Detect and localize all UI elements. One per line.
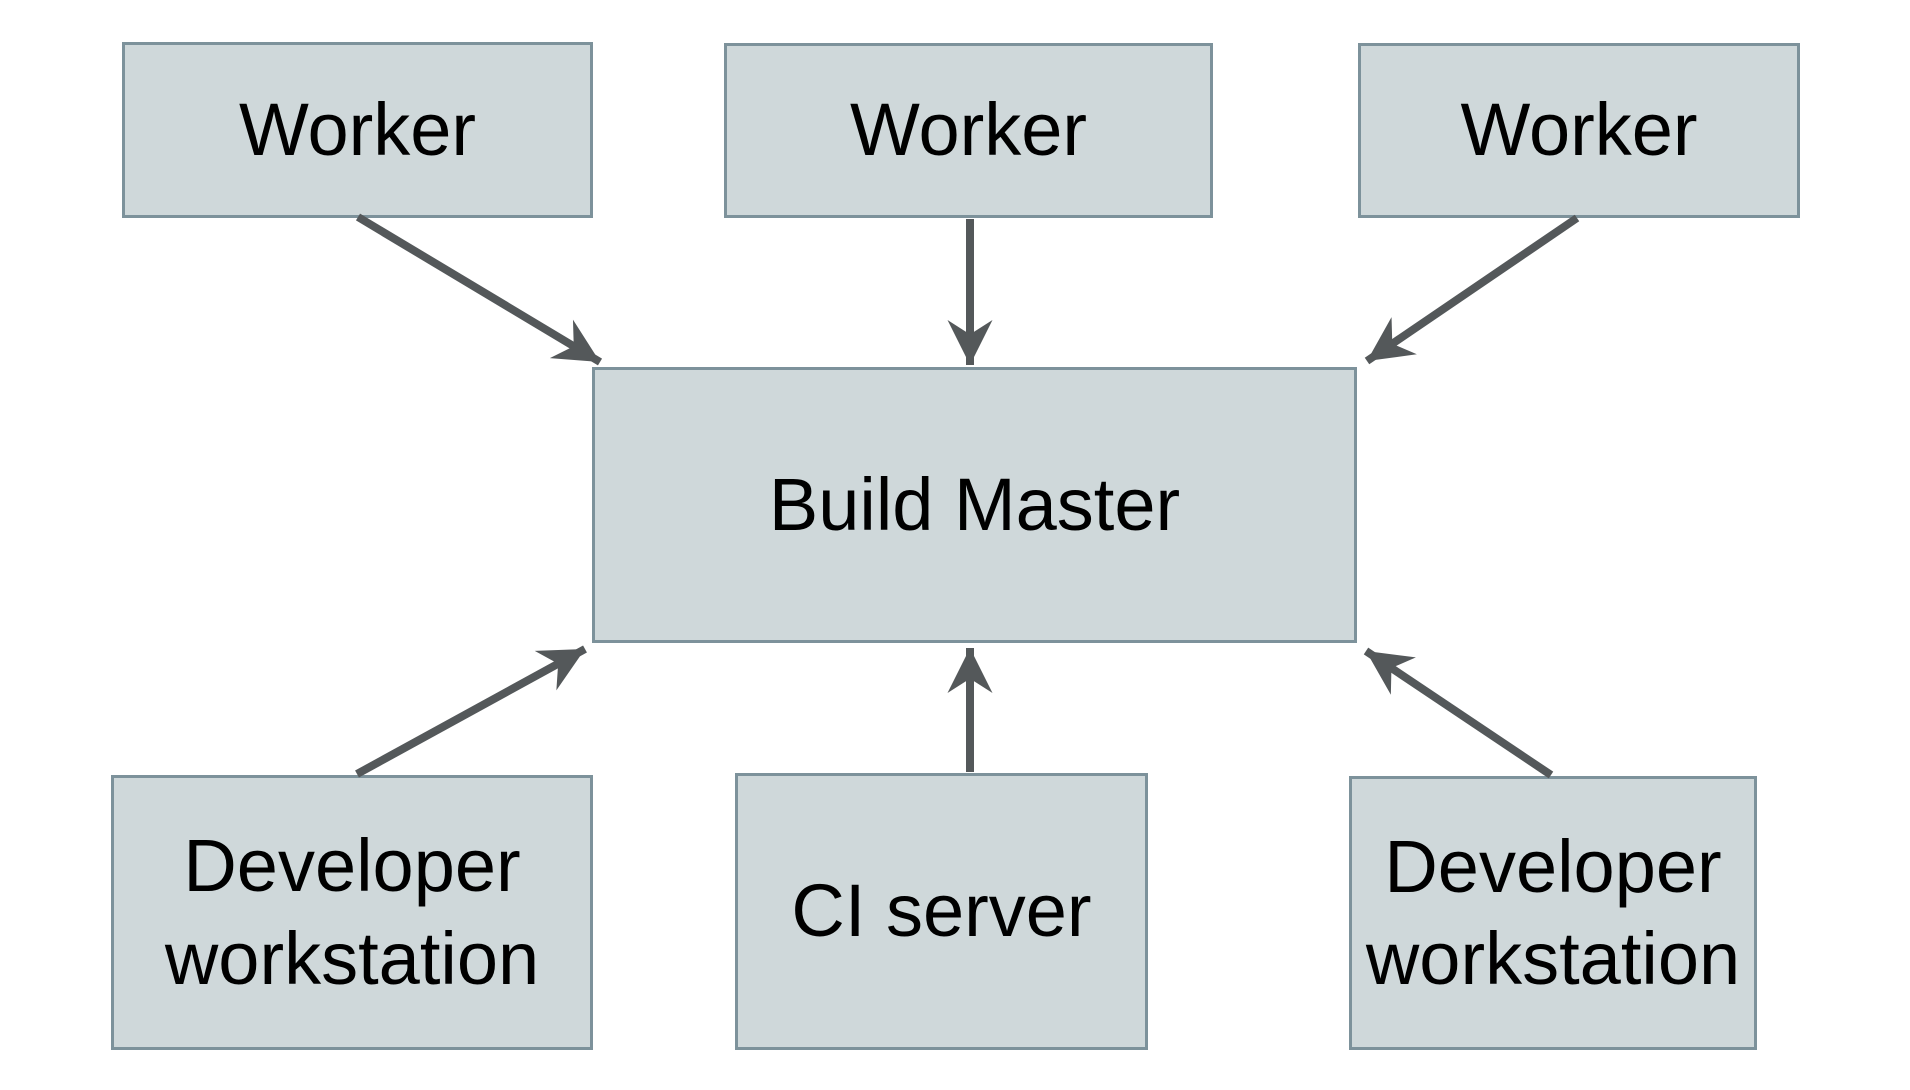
node-worker-right-label: Worker [1460,88,1698,172]
node-build-master: Build Master [592,367,1357,643]
arrow-worker-left-to-build-master [355,213,603,366]
node-developer-workstation-left-label: Developer workstation [164,824,540,1000]
node-ci-server: CI server [735,773,1148,1050]
arrow-worker-right-to-build-master [1364,214,1580,365]
node-build-master-label: Build Master [768,462,1181,546]
node-worker-middle: Worker [724,43,1213,218]
node-worker-middle-label: Worker [849,88,1088,172]
node-worker-right: Worker [1358,43,1800,218]
node-ci-server-label: CI server [791,869,1092,953]
node-developer-workstation-left: Developer workstation [111,775,593,1050]
node-developer-workstation-right-label: Developer workstation [1365,824,1741,1001]
node-developer-workstation-right: Developer workstation [1349,776,1757,1050]
node-worker-left-label: Worker [238,87,477,171]
arrow-developer-workstation-right-to-build-master [1363,647,1554,779]
arrow-developer-workstation-left-to-build-master [355,645,587,778]
node-worker-left: Worker [122,42,593,218]
